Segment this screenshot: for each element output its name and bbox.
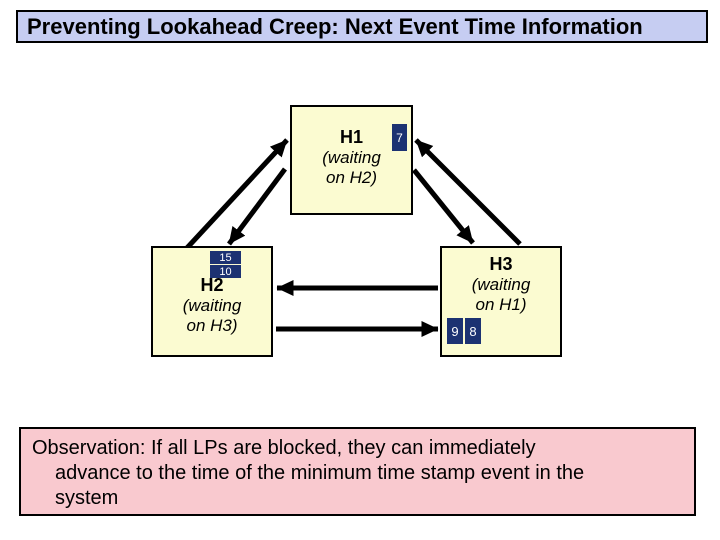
observation-line: Observation: If all LPs are blocked, the… <box>32 437 536 459</box>
node-h2: 15 10 H2 (waiting on H3) <box>151 246 273 357</box>
node-h2-event-queue: 15 10 <box>210 251 241 278</box>
node-h2-text: H2 (waiting on H3) <box>153 274 271 336</box>
node-h2-status: (waiting on H3) <box>182 296 242 335</box>
page-title: Preventing Lookahead Creep: Next Event T… <box>16 10 708 43</box>
node-h1-status: (waiting on H2) <box>322 148 381 187</box>
arrow-h1-to-h2 <box>226 167 288 246</box>
arrow-h3-to-h1 <box>414 138 522 246</box>
node-h3-label: H3 <box>489 254 513 274</box>
node-h3-text: H3 (waiting on H1) <box>442 253 560 315</box>
node-h3-event-time-badge: 8 <box>465 318 481 344</box>
node-h1: H1 (waiting on H2) 7 <box>290 105 413 215</box>
node-h3-status: (waiting on H1) <box>471 275 531 314</box>
observation-line: advance to the time of the minimum time … <box>55 462 585 484</box>
node-h2-label: H2 <box>200 275 224 295</box>
arrow-h1-to-h3 <box>412 168 475 245</box>
node-h3: H3 (waiting on H1) 9 8 <box>440 246 562 357</box>
node-h1-text: H1 (waiting on H2) <box>292 126 411 188</box>
node-h1-event-time-badge: 7 <box>392 124 407 151</box>
node-h3-event-time-badge: 9 <box>447 318 463 344</box>
observation-line: system <box>55 487 119 509</box>
node-h2-event-time-badge: 10 <box>210 265 241 278</box>
observation-box: Observation: If all LPs are blocked, the… <box>19 427 696 516</box>
node-h1-label: H1 <box>339 127 363 147</box>
arrow-h2-to-h1 <box>184 138 289 251</box>
node-h2-event-time-badge: 15 <box>210 251 241 264</box>
node-h3-event-queue: 9 8 <box>447 318 481 344</box>
